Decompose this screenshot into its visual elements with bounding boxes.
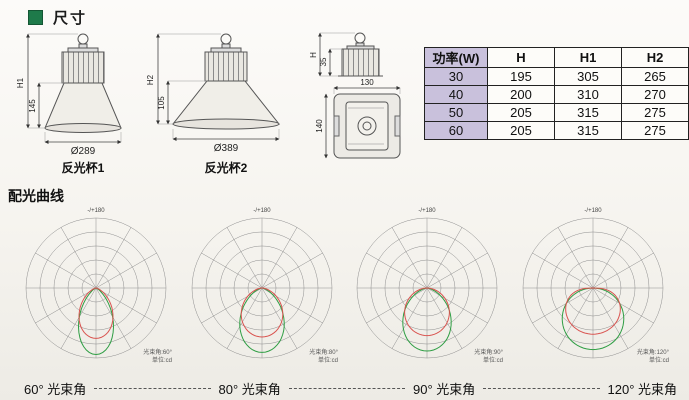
cell-h2: 265 — [621, 67, 689, 86]
dim-label-140: 140 — [315, 119, 324, 133]
dimension-drawings: H1 145 Ø289 反光杯1 H2 105 Ø389 反光杯2 — [16, 32, 401, 175]
cell-power: 50 — [424, 103, 488, 122]
cell-h: 195 — [487, 67, 555, 86]
hook-ring-icon — [354, 32, 366, 44]
green-square-icon — [28, 10, 43, 25]
col-header-power: 功率(W) — [424, 47, 488, 68]
cell-h1: 310 — [554, 85, 622, 104]
col-header-h2: H2 — [621, 47, 689, 68]
cell-power: 60 — [424, 121, 488, 140]
cell-h1: 315 — [554, 121, 622, 140]
cell-h2: 275 — [621, 103, 689, 122]
table-header-row: 功率(W) H H1 H2 — [424, 47, 689, 68]
polar-chart-120deg: -/+180 光束角:120°单位:cd — [513, 204, 673, 374]
beam-angle-captions: 60° 光束角 80° 光束角 90° 光束角 120° 光束角 — [24, 379, 677, 398]
dimensions-section-header: 尺寸 — [28, 7, 87, 28]
hook-ring-icon — [77, 33, 89, 45]
dim-label-d289: Ø289 — [71, 146, 96, 157]
heatsink-body — [61, 51, 105, 84]
reflector2-dimensions — [156, 33, 280, 141]
beam-caption-60: 60° 光束角 — [24, 382, 87, 397]
polar-legend-line: 光束角:90° — [475, 348, 504, 356]
dashed-divider — [288, 388, 405, 389]
dim-label-h: H — [309, 52, 318, 58]
reflector2-label: 反光杯2 — [205, 160, 248, 175]
polar-chart-svg: -/+180 光束角:60°单位:cd — [25, 208, 173, 364]
polar-legend-line: 单位:cd — [649, 356, 669, 364]
polar-legend-line: 单位:cd — [483, 356, 503, 364]
dim-label-145: 145 — [28, 99, 37, 113]
col-header-h1: H1 — [554, 47, 622, 68]
heatsink-body — [204, 51, 248, 82]
polar-legend-line: 光束角:60° — [143, 348, 172, 356]
hook-ring-icon — [220, 33, 232, 45]
polar-top-angle-label: -/+180 — [419, 208, 437, 214]
beam-caption-120: 120° 光束角 — [607, 382, 678, 397]
polar-legend-line: 单位:cd — [318, 356, 338, 364]
cell-h: 200 — [487, 85, 555, 104]
polar-legend-line: 光束角:80° — [309, 348, 338, 356]
cell-h2: 270 — [621, 85, 689, 104]
polar-legend-line: 单位:cd — [152, 356, 172, 364]
cell-h2: 275 — [621, 121, 689, 140]
dimensions-title: 尺寸 — [53, 10, 88, 27]
polar-chart-svg: -/+180 光束角:120°单位:cd — [522, 208, 670, 364]
dashed-divider — [483, 388, 600, 389]
cell-h1: 315 — [554, 103, 622, 122]
table-row: 60 205 315 275 — [424, 121, 689, 140]
fixture-body-drawing — [338, 32, 383, 77]
polar-chart-svg: -/+180 光束角:90°单位:cd — [357, 208, 504, 364]
cell-h: 205 — [487, 103, 555, 122]
reflector-cone — [171, 80, 281, 125]
spec-table: 功率(W) H H1 H2 30 195 305 265 40 200 310 … — [424, 47, 689, 140]
reflector1-dimensions — [26, 33, 122, 144]
dim-label-130: 130 — [360, 78, 374, 87]
polar-top-angle-label: -/+180 — [253, 208, 271, 214]
dim-label-d389: Ø389 — [214, 143, 239, 154]
fixture-dimensions — [318, 32, 401, 159]
polar-chart-90deg: -/+180 光束角:90°单位:cd — [347, 204, 507, 374]
bracket-drawing — [333, 93, 401, 159]
cell-power: 40 — [424, 85, 488, 104]
col-header-h: H — [487, 47, 555, 68]
polar-top-angle-label: -/+180 — [584, 208, 602, 214]
dashed-divider — [94, 388, 211, 389]
cell-h1: 305 — [554, 67, 622, 86]
reflector1-label: 反光杯1 — [62, 160, 105, 175]
reflector-cone — [44, 82, 122, 129]
heatsink-body — [341, 48, 380, 77]
dim-label-h2: H2 — [146, 74, 155, 85]
beam-caption-80: 80° 光束角 — [218, 382, 281, 397]
table-row: 30 195 305 265 — [424, 67, 689, 86]
dim-label-35: 35 — [319, 57, 328, 66]
dim-label-105: 105 — [157, 96, 166, 110]
cell-power: 30 — [424, 67, 488, 86]
curves-title: 配光曲线 — [8, 188, 64, 204]
beam-caption-90: 90° 光束角 — [413, 382, 476, 397]
polar-chart-svg: -/+180 光束角:80°单位:cd — [191, 208, 338, 364]
polar-chart-60deg: -/+180 光束角:60°单位:cd — [16, 204, 176, 374]
cell-h: 205 — [487, 121, 555, 140]
reflector1-drawing — [44, 33, 122, 133]
table-row: 40 200 310 270 — [424, 85, 689, 104]
polar-top-angle-label: -/+180 — [87, 208, 105, 214]
table-row: 50 205 315 275 — [424, 103, 689, 122]
dim-label-h1: H1 — [16, 77, 25, 88]
polar-legend-line: 光束角:120° — [637, 348, 670, 356]
reflector2-drawing — [171, 33, 281, 130]
polar-chart-80deg: -/+180 光束角:80°单位:cd — [182, 204, 342, 374]
